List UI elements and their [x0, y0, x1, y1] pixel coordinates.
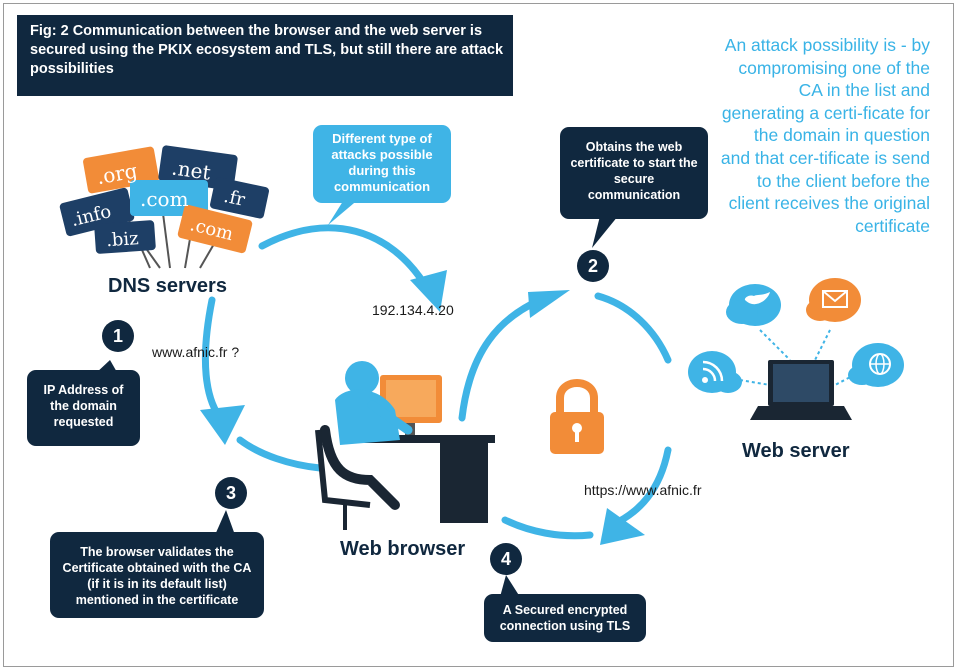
secured-callout: A Secured encrypted connection using TLS [484, 594, 646, 642]
figure-title: Fig: 2 Communication between the browser… [17, 15, 513, 96]
ip-address-text: 192.134.4.20 [372, 302, 454, 318]
dns-signs-illustration: .org .net .info .com .fr .biz .com [59, 145, 269, 269]
ip-address-callout: IP Address of the domain requested [27, 370, 140, 446]
svg-text:.com: .com [140, 187, 189, 211]
attacks-callout: Different type of attacks possible durin… [313, 125, 451, 203]
browser-bottom-arrow [501, 516, 594, 540]
padlock-icon [550, 379, 604, 454]
globe-icon [848, 343, 904, 387]
validates-callout: The browser validates the Certificate ob… [50, 532, 264, 618]
step-4-badge: 4 [490, 543, 522, 575]
dns-servers-label: DNS servers [108, 275, 227, 297]
validates-callout-tail [215, 510, 235, 535]
svg-text:.biz: .biz [105, 228, 139, 251]
web-server-illustration [688, 278, 904, 420]
obtains-cert-callout: Obtains the web certificate to start the… [560, 127, 708, 219]
dns-side-arrow [201, 296, 226, 424]
mail-icon [806, 278, 861, 322]
dns-to-browser-arrow [258, 224, 429, 289]
user-at-computer-icon [315, 361, 495, 530]
step-1-badge: 1 [102, 320, 134, 352]
step-2-badge: 2 [577, 250, 609, 282]
secured-callout-tail [500, 575, 520, 597]
web-browser-label: Web browser [340, 538, 466, 560]
rss-icon [688, 351, 742, 393]
attacks-callout-tail [328, 198, 360, 225]
dns-to-browser-arrowhead [410, 270, 447, 312]
figure-frame [3, 3, 954, 667]
laptop-icon [750, 360, 852, 420]
browser-return-arrow [236, 436, 324, 472]
step-3-badge: 3 [215, 477, 247, 509]
server-side-arrow [594, 292, 672, 364]
https-url-text: https://www.afnic.fr [584, 482, 702, 498]
attack-possibility-note: An attack possibility is - by compromisi… [720, 35, 930, 236]
twitter-icon [726, 284, 781, 326]
svg-text:.fr: .fr [222, 186, 247, 211]
browser-to-server-arrow [458, 296, 544, 422]
web-server-label: Web server [742, 440, 850, 462]
server-lower-arrowhead [600, 508, 645, 545]
obtains-callout-tail [592, 216, 618, 248]
dns-side-arrowhead [200, 405, 245, 445]
domain-query-text: www.afnic.fr ? [152, 344, 240, 360]
svg-text:.net: .net [170, 155, 212, 184]
server-to-browser-arrowhead [528, 290, 570, 318]
